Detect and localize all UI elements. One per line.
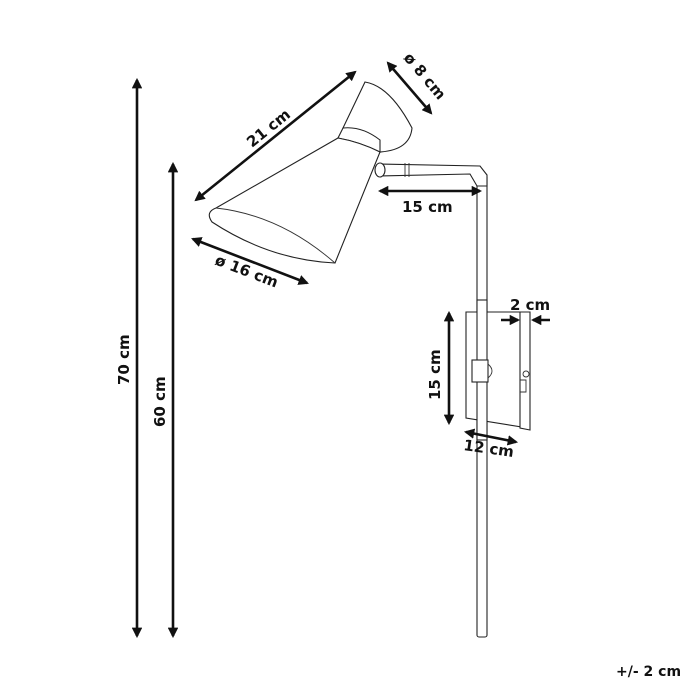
label-15cm-arm: 15 cm [402,198,453,216]
dimension-16cm [191,237,309,285]
dimension-8cm [386,61,433,115]
label-15cm-plate: 15 cm [426,349,444,400]
wall-plate [465,299,531,441]
dimension-12cm [463,428,519,446]
label-2cm: 2 cm [510,296,550,314]
label-16cm: ø 16 cm [213,251,281,292]
label-70cm: 70 cm [115,334,133,385]
lamp-arm [374,162,488,187]
label-8cm: ø 8 cm [400,49,450,103]
tolerance-note: +/- 2 cm [616,664,681,680]
dimension-21cm [194,70,357,202]
label-60cm: 60 cm [151,376,169,427]
